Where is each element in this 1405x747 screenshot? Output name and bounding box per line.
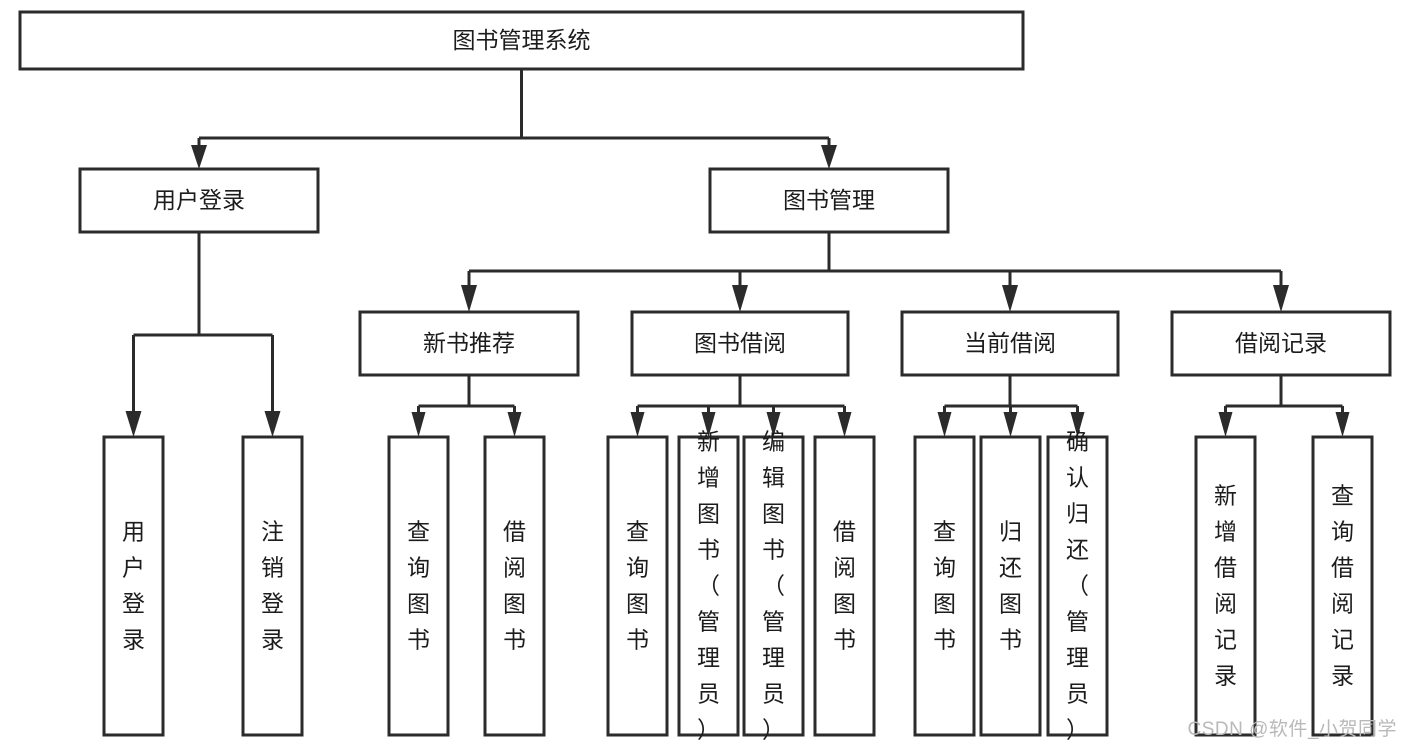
- leaf-node-add-book[interactable]: [677, 435, 740, 737]
- node-user-login-box[interactable]: [78, 167, 320, 234]
- node-user-login-label: 用户登录: [153, 187, 245, 213]
- leaf-add-record-box[interactable]: [1194, 435, 1257, 737]
- leaf-query-book-2-box[interactable]: [606, 435, 669, 737]
- connector-layer: [125, 69, 1350, 437]
- node-new-book-recommend[interactable]: 新书推荐: [358, 310, 580, 377]
- leaf-borrow-book-1-label: 借阅图书: [503, 519, 526, 653]
- node-borrow-record-label: 借阅记录: [1235, 330, 1327, 356]
- node-current-borrow[interactable]: 当前借阅: [900, 310, 1120, 377]
- leaf-query-record-label: 查询借阅记录: [1331, 483, 1354, 689]
- arrow-head-leaf-return-book: [1003, 412, 1018, 437]
- leaf-node-logout[interactable]: [241, 435, 304, 737]
- leaf-node-return-book[interactable]: [979, 435, 1042, 737]
- leaf-borrow-book-1-box[interactable]: [483, 435, 546, 737]
- arrow-head-new-book-recommend: [461, 285, 477, 312]
- leaf-confirm-return-label: 确认归还（管理员）: [1066, 429, 1089, 743]
- leaf-borrow-book-2-box[interactable]: [813, 435, 876, 737]
- leaf-borrow-book-2-label: 借阅图书: [833, 519, 856, 653]
- node-borrow-record[interactable]: 借阅记录: [1170, 310, 1392, 377]
- leaf-add-book-label: 新增图书（管理员）: [697, 429, 720, 743]
- leaf-edit-book-label: 编辑图书（管理员）: [762, 429, 785, 743]
- node-book-borrow-box[interactable]: [630, 310, 850, 377]
- node-book-management-label: 图书管理: [783, 187, 875, 213]
- arrow-head-leaf-query-book-1: [411, 412, 426, 437]
- leaf-query-book-3-box[interactable]: [913, 435, 976, 737]
- leaf-node-query-record[interactable]: [1311, 435, 1374, 737]
- leaf-add-book-box[interactable]: [677, 435, 740, 737]
- arrow-head-leaf-query-record: [1335, 412, 1350, 437]
- leaf-confirm-return-box[interactable]: [1046, 435, 1109, 737]
- node-current-borrow-label: 当前借阅: [964, 330, 1056, 356]
- arrow-head-leaf-query-book-2: [630, 412, 645, 437]
- leaf-return-book-box[interactable]: [979, 435, 1042, 737]
- leaf-node-borrow-book-2[interactable]: [813, 435, 876, 737]
- node-book-management-box[interactable]: [708, 167, 950, 234]
- leaf-node-user-login[interactable]: [102, 435, 165, 737]
- arrow-head-leaf-user-login: [125, 411, 142, 437]
- leaf-label-layer: 用户登录 注销登录 查询图书 借阅图书 查询图书 新增图书（管理员） 编辑图书（管理员） 借阅…: [122, 429, 1354, 743]
- leaf-query-record-box[interactable]: [1311, 435, 1374, 737]
- node-user-login[interactable]: 用户登录: [78, 167, 320, 234]
- arrow-head-borrow-record: [1273, 285, 1289, 312]
- watermark-text: CSDN @软件_小贺同学: [1187, 719, 1397, 740]
- node-new-book-recommend-label: 新书推荐: [423, 330, 515, 356]
- leaf-node-confirm-return[interactable]: [1046, 435, 1109, 737]
- leaf-node-borrow-book-1[interactable]: [483, 435, 546, 737]
- node-book-borrow[interactable]: 图书借阅: [630, 310, 850, 377]
- arrow-head-leaf-logout: [264, 411, 281, 437]
- leaf-node-add-record[interactable]: [1194, 435, 1257, 737]
- node-book-management[interactable]: 图书管理: [708, 167, 950, 234]
- node-book-borrow-label: 图书借阅: [694, 330, 786, 356]
- arrow-head-leaf-add-book: [701, 412, 716, 437]
- arrow-head-leaf-borrow-book-1: [507, 412, 522, 437]
- node-root[interactable]: 图书管理系统: [18, 10, 1025, 71]
- leaf-query-book-1-label: 查询图书: [407, 519, 430, 653]
- leaf-return-book-label: 归还图书: [999, 519, 1022, 653]
- node-new-book-recommend-box[interactable]: [358, 310, 580, 377]
- node-root-box[interactable]: [18, 10, 1025, 71]
- leaf-logout-box[interactable]: [241, 435, 304, 737]
- leaf-query-book-2-label: 查询图书: [626, 519, 649, 653]
- leaf-query-book-3-label: 查询图书: [933, 519, 956, 653]
- node-root-label: 图书管理系统: [453, 27, 591, 53]
- node-borrow-record-box[interactable]: [1170, 310, 1392, 377]
- leaf-node-query-book-3[interactable]: [913, 435, 976, 737]
- arrow-head-book-management: [821, 145, 837, 169]
- leaf-user-login-box[interactable]: [102, 435, 165, 737]
- node-current-borrow-box[interactable]: [900, 310, 1120, 377]
- leaf-node-query-book-1[interactable]: [387, 435, 450, 737]
- arrow-head-book-borrow: [732, 285, 748, 312]
- leaf-logout-label: 注销登录: [261, 519, 284, 653]
- leaf-node-query-book-2[interactable]: [606, 435, 669, 737]
- arrow-head-current-borrow: [1002, 285, 1018, 312]
- arrow-head-leaf-query-book-3: [937, 412, 952, 437]
- leaf-node-edit-book[interactable]: [742, 435, 805, 737]
- arrow-head-leaf-add-record: [1218, 412, 1233, 437]
- leaf-user-login-label: 用户登录: [122, 519, 145, 653]
- leaf-add-record-label: 新增借阅记录: [1214, 483, 1237, 689]
- arrow-head-leaf-confirm-return: [1070, 412, 1085, 437]
- arrow-head-leaf-edit-book: [766, 412, 781, 437]
- arrow-head-user-login: [191, 145, 207, 169]
- leaf-edit-book-box[interactable]: [742, 435, 805, 737]
- leaf-query-book-1-box[interactable]: [387, 435, 450, 737]
- arrow-head-leaf-borrow-book-2: [837, 412, 852, 437]
